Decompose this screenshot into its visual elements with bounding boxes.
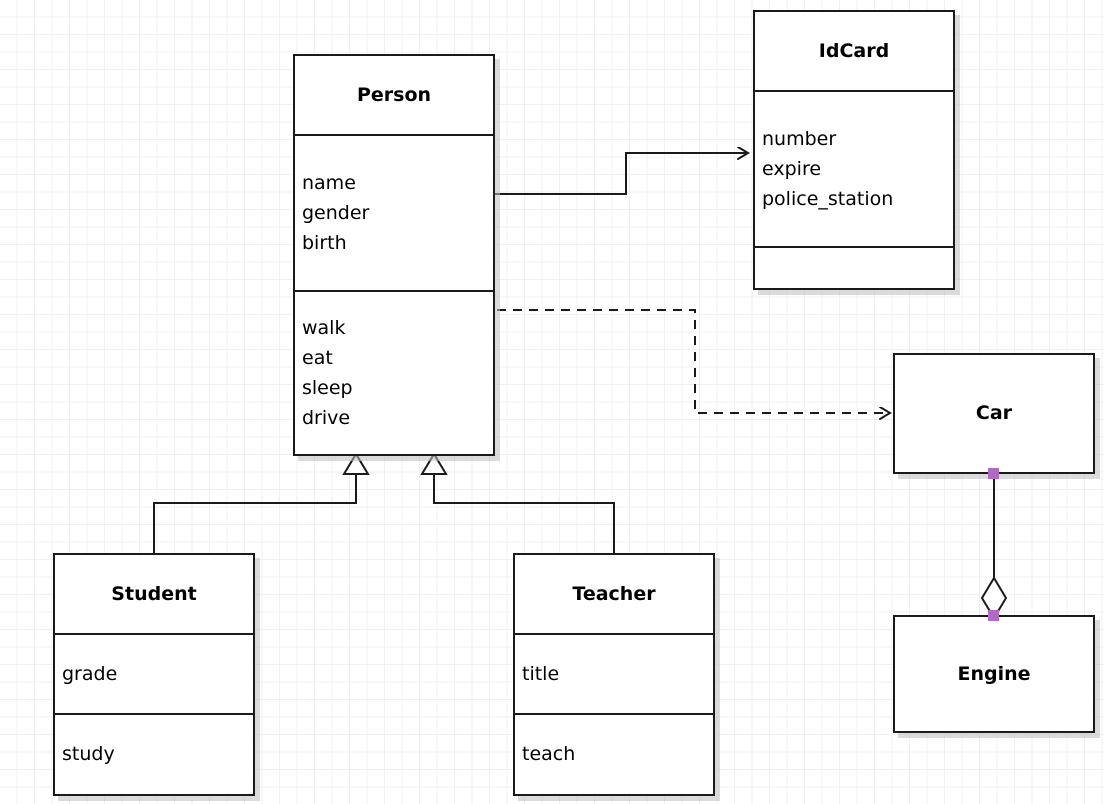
teacher-attributes-compartment: title bbox=[515, 633, 713, 713]
person-operation-list: walk eat sleep drive bbox=[295, 313, 493, 433]
edge-person-idcard[interactable] bbox=[495, 153, 748, 195]
idcard-operations-compartment bbox=[755, 246, 953, 288]
attribute-item: title bbox=[522, 662, 560, 685]
idcard-class-name: IdCard bbox=[818, 39, 890, 62]
person-attribute-list: name gender birth bbox=[295, 168, 493, 258]
student-class-name: Student bbox=[111, 582, 197, 605]
operation-item: study bbox=[62, 743, 115, 766]
class-car[interactable]: Car bbox=[893, 353, 1095, 474]
connection-handle-car[interactable] bbox=[988, 468, 999, 479]
operation-item: teach bbox=[522, 743, 576, 766]
idcard-title-compartment: IdCard bbox=[755, 12, 953, 90]
student-operation-list: study bbox=[55, 739, 253, 769]
engine-title-compartment: Engine bbox=[895, 617, 1093, 731]
student-attribute-list: grade bbox=[55, 659, 253, 689]
student-title-compartment: Student bbox=[55, 555, 253, 633]
edge-teacher-person[interactable] bbox=[420, 452, 615, 553]
student-operations-compartment: study bbox=[55, 713, 253, 794]
edge-car-engine[interactable] bbox=[980, 474, 1008, 620]
teacher-title-compartment: Teacher bbox=[515, 555, 713, 633]
teacher-attribute-list: title bbox=[515, 659, 713, 689]
class-teacher[interactable]: Teacher title teach bbox=[513, 553, 715, 796]
person-class-name: Person bbox=[356, 83, 432, 106]
edge-person-car[interactable] bbox=[497, 309, 890, 413]
attribute-item: expire bbox=[762, 157, 822, 180]
operation-item: drive bbox=[302, 407, 351, 430]
engine-class-name: Engine bbox=[957, 662, 1031, 685]
car-class-name: Car bbox=[975, 402, 1013, 425]
person-attributes-compartment: name gender birth bbox=[295, 134, 493, 290]
car-title-compartment: Car bbox=[895, 355, 1093, 472]
attribute-item: name bbox=[302, 171, 356, 194]
class-student[interactable]: Student grade study bbox=[53, 553, 255, 796]
teacher-operations-compartment: teach bbox=[515, 713, 713, 794]
attribute-item: grade bbox=[62, 662, 118, 685]
student-attributes-compartment: grade bbox=[55, 633, 253, 713]
teacher-operation-list: teach bbox=[515, 739, 713, 769]
operation-item: walk bbox=[302, 316, 346, 339]
attribute-item: birth bbox=[302, 232, 347, 254]
idcard-attributes-compartment: number expire police_station bbox=[755, 90, 953, 246]
operation-item: sleep bbox=[302, 377, 353, 399]
attribute-item: number bbox=[762, 127, 837, 150]
class-idcard[interactable]: IdCard number expire police_station bbox=[753, 10, 955, 290]
edge-student-person[interactable] bbox=[153, 452, 370, 553]
attribute-item: gender bbox=[302, 201, 370, 224]
attribute-item: police_station bbox=[762, 188, 894, 210]
idcard-attribute-list: number expire police_station bbox=[755, 124, 953, 214]
class-person[interactable]: Person name gender birth walk eat sleep … bbox=[293, 54, 495, 456]
class-engine[interactable]: Engine bbox=[893, 615, 1095, 733]
operation-item: eat bbox=[302, 346, 333, 369]
teacher-class-name: Teacher bbox=[572, 582, 656, 605]
connection-handle-engine[interactable] bbox=[988, 610, 999, 621]
person-operations-compartment: walk eat sleep drive bbox=[295, 290, 493, 454]
person-title-compartment: Person bbox=[295, 56, 493, 134]
